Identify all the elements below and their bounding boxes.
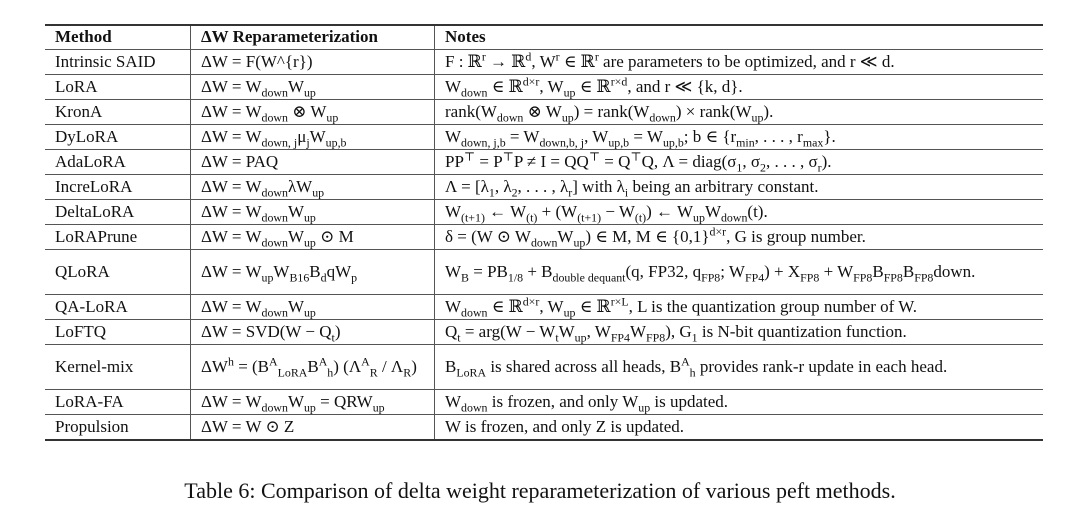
notes-cell: Wdown ∈ ℝd×r, Wup ∈ ℝr×L, L is the quant… bbox=[434, 294, 1043, 320]
reparameterization-cell: ΔW = Wdown ⊗ Wup bbox=[190, 99, 435, 125]
reparameterization-cell: ΔWh = (BALoRABAh) (ΛAR / ΛR) bbox=[190, 344, 435, 390]
reparameterization-cell: ΔW = WdownλWup bbox=[190, 174, 435, 200]
notes-cell: BLoRA is shared across all heads, BAh pr… bbox=[434, 344, 1043, 390]
header-reparameterization: ΔW Reparameterization bbox=[190, 24, 435, 50]
notes-cell: Λ = [λ1, λ2, . . . , λr] with λi being a… bbox=[434, 174, 1043, 200]
reparameterization-cell: ΔW = WdownWup ⊙ M bbox=[190, 224, 435, 250]
notes-cell: PP⊤ = P⊤P ≠ I = QQ⊤ = Q⊤Q, Λ = diag(σ1, … bbox=[434, 149, 1043, 175]
method-cell: IncreLoRA bbox=[45, 174, 191, 200]
reparameterization-cell: ΔW = SVD(W − Qt) bbox=[190, 319, 435, 345]
method-cell: QA-LoRA bbox=[45, 294, 191, 320]
reparameterization-table: Method ΔW Reparameterization Notes Intri… bbox=[45, 24, 1043, 441]
method-cell: KronA bbox=[45, 99, 191, 125]
reparameterization-cell: ΔW = WdownWup bbox=[190, 294, 435, 320]
method-cell: DyLoRA bbox=[45, 124, 191, 150]
header-row: Method ΔW Reparameterization Notes bbox=[45, 24, 1043, 50]
notes-cell: Wdown, j,b = Wdown,b, j, Wup,b = Wup,b; … bbox=[434, 124, 1043, 150]
notes-cell: F : ℝr → ℝd, Wr ∈ ℝr are parameters to b… bbox=[434, 49, 1043, 75]
reparameterization-cell: ΔW = Wdown, jμjWup,b bbox=[190, 124, 435, 150]
notes-cell: rank(Wdown ⊗ Wup) = rank(Wdown) × rank(W… bbox=[434, 99, 1043, 125]
method-cell: LoRA-FA bbox=[45, 389, 191, 415]
notes-cell: δ = (W ⊙ WdownWup) ∈ M, M ∈ {0,1}d×r, G … bbox=[434, 224, 1043, 250]
method-cell: Intrinsic SAID bbox=[45, 49, 191, 75]
notes-cell: W is frozen, and only Z is updated. bbox=[434, 414, 1043, 441]
method-cell: QLoRA bbox=[45, 249, 191, 295]
method-cell: LoRAPrune bbox=[45, 224, 191, 250]
method-cell: DeltaLoRA bbox=[45, 199, 191, 225]
reparameterization-cell: ΔW = WdownWup bbox=[190, 199, 435, 225]
notes-cell: Wdown ∈ ℝd×r, Wup ∈ ℝr×d, and r ≪ {k, d}… bbox=[434, 74, 1043, 100]
reparameterization-cell: ΔW = WdownWup = QRWup bbox=[190, 389, 435, 415]
reparameterization-cell: ΔW = W ⊙ Z bbox=[190, 414, 435, 441]
notes-cell: Qt = arg(W − WtWup, WFP4WFP8), G1 is N-b… bbox=[434, 319, 1043, 345]
method-cell: AdaLoRA bbox=[45, 149, 191, 175]
header-notes: Notes bbox=[434, 24, 1043, 50]
reparameterization-cell: ΔW = PAQ bbox=[190, 149, 435, 175]
method-cell: Propulsion bbox=[45, 414, 191, 441]
method-cell: LoRA bbox=[45, 74, 191, 100]
reparameterization-cell: ΔW = WupWB16BdqWp bbox=[190, 249, 435, 295]
header-method: Method bbox=[45, 24, 191, 50]
method-cell: LoFTQ bbox=[45, 319, 191, 345]
notes-cell: WB = PB1/8 + Bdouble dequant(q, FP32, qF… bbox=[434, 249, 1043, 295]
reparameterization-cell: ΔW = F(W^{r}) bbox=[190, 49, 435, 75]
table-caption: Table 6: Comparison of delta weight repa… bbox=[184, 478, 896, 503]
notes-cell: W(t+1) ← W(t) + (W(t+1) − W(t)) ← WupWdo… bbox=[434, 199, 1043, 225]
reparameterization-cell: ΔW = WdownWup bbox=[190, 74, 435, 100]
notes-cell: Wdown is frozen, and only Wup is updated… bbox=[434, 389, 1043, 415]
method-cell: Kernel-mix bbox=[45, 344, 191, 390]
